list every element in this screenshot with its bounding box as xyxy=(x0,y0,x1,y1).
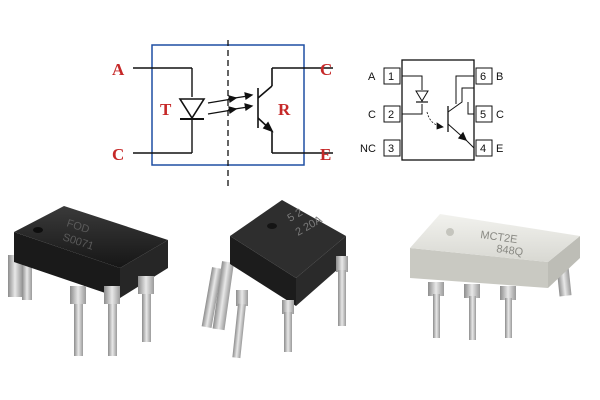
pin-2-number: 2 xyxy=(388,109,394,121)
pin-1-name: A xyxy=(368,71,376,83)
pin-1-number: 1 xyxy=(388,71,394,83)
ic-light-arrows-icon xyxy=(426,111,444,130)
pin-5-name: C xyxy=(496,109,504,121)
optocoupler-chip-white: MCT2E 848Q xyxy=(410,214,580,340)
pin-2-name: C xyxy=(368,109,376,121)
receiver-side-label: R xyxy=(278,100,291,119)
pin-label-cathode: C xyxy=(112,145,124,164)
emitter-side-label: T xyxy=(160,100,172,119)
pin-3-number: 3 xyxy=(388,143,394,155)
pin-5-number: 5 xyxy=(480,109,486,121)
optocoupler-chip-black-2: 5 2 2 20A xyxy=(201,200,348,359)
pin-4-number: 4 xyxy=(480,143,486,155)
ic-transistor-icon xyxy=(447,106,468,142)
pin-6-name: B xyxy=(496,71,503,83)
light-emission-arrows-icon xyxy=(207,92,254,115)
pin-label-collector: C xyxy=(320,60,332,79)
pin-4-name: E xyxy=(496,143,503,155)
right-schematic: 1 2 3 4 5 6 A C NC E C B xyxy=(360,59,504,161)
ic-package-outline xyxy=(401,59,475,161)
pin-3-name: NC xyxy=(360,143,376,155)
led-symbol-icon xyxy=(178,98,206,120)
pin-label-emitter: E xyxy=(320,145,331,164)
left-schematic: A C C E T R xyxy=(112,40,333,190)
pin-6-number: 6 xyxy=(480,71,486,83)
phototransistor-symbol-icon xyxy=(257,67,333,154)
optocoupler-chip-black-1: FOD S0071 xyxy=(8,206,168,356)
chip3-marking-line2: 848Q xyxy=(496,243,525,259)
pin-label-anode: A xyxy=(112,60,125,79)
ic-led-icon xyxy=(415,90,429,103)
chip3-marking-line1: MCT2E xyxy=(480,229,519,246)
